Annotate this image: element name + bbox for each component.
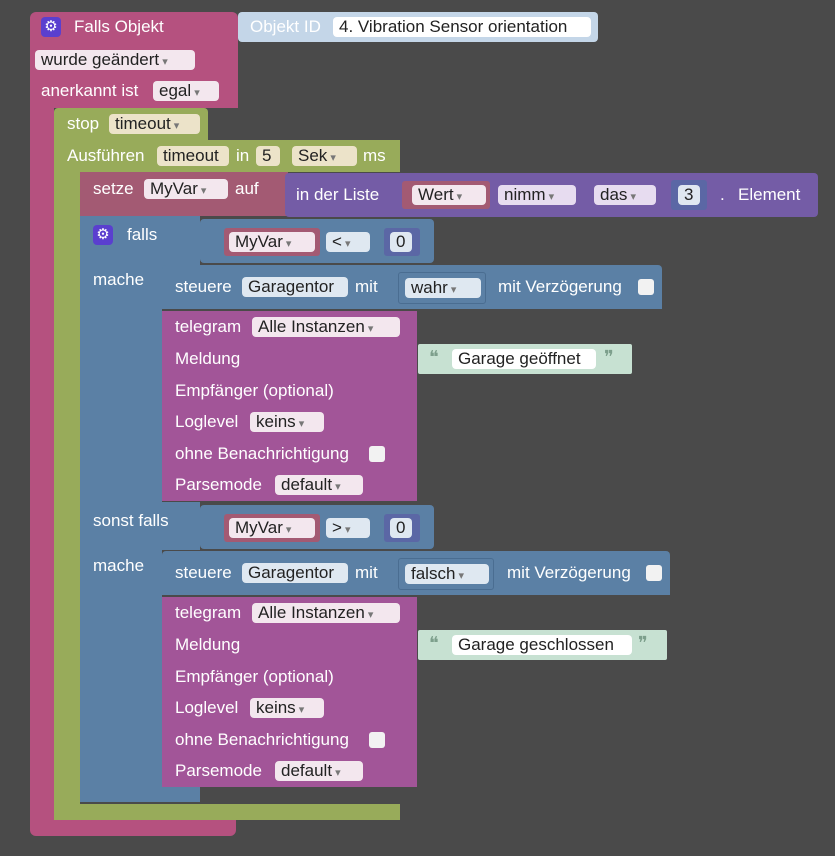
list-index-field[interactable]: 3 [678, 185, 700, 205]
control-target-field-1[interactable]: Garagentor [242, 277, 348, 297]
control-delay-checkbox-2[interactable] [646, 565, 662, 581]
list-article-dropdown[interactable]: das [594, 185, 656, 205]
timeout-label: Ausführen [67, 146, 145, 165]
object-id-label: Objekt ID [250, 17, 321, 36]
control-label-1: steuere [175, 277, 232, 296]
telegram-message-label-2: Meldung [175, 635, 241, 654]
if-mache-label-1: mache [93, 270, 145, 289]
timeout-block-bottom [54, 804, 400, 820]
telegram-parsemode-dropdown-1[interactable]: default [275, 475, 363, 495]
telegram-parsemode-label-2: Parsemode [175, 761, 262, 780]
list-dot: . [720, 185, 725, 204]
changed-dropdown[interactable]: wurde geändert [35, 50, 195, 70]
quote-icon: ❝ [429, 633, 439, 653]
ack-label: anerkannt ist [41, 81, 139, 100]
control-mit-label-1: mit [355, 277, 378, 296]
if-block-elseif-row [80, 502, 200, 550]
timeout-in-label: in [236, 146, 250, 165]
compare-op-dropdown-1[interactable]: < [326, 232, 370, 252]
control-value-dropdown-2[interactable]: falsch [405, 564, 489, 584]
telegram-message-label-1: Meldung [175, 349, 241, 368]
telegram-silent-checkbox-1[interactable] [369, 446, 385, 462]
object-id-value[interactable]: 4. Vibration Sensor orientation [333, 17, 591, 37]
quote-icon: ❝ [429, 347, 439, 367]
telegram-loglevel-label-1: Loglevel [175, 412, 239, 431]
if-mache-label-2: mache [93, 556, 145, 575]
quote-icon: ❞ [604, 347, 614, 367]
setvar-label: setze [93, 179, 134, 198]
telegram-parsemode-label-1: Parsemode [175, 475, 262, 494]
telegram-parsemode-dropdown-2[interactable]: default [275, 761, 363, 781]
gear-icon[interactable]: ⚙ [93, 225, 113, 245]
if-elseif-label: sonst falls [93, 511, 169, 530]
timeout-block-spine [54, 170, 80, 810]
control-value-dropdown-1[interactable]: wahr [405, 278, 481, 298]
event-block-spine [30, 100, 54, 824]
compare-var-dropdown-2[interactable]: MyVar [229, 518, 315, 538]
compare-var-dropdown-1[interactable]: MyVar [229, 232, 315, 252]
list-label: in der Liste [296, 185, 380, 204]
telegram-loglevel-label-2: Loglevel [175, 698, 239, 717]
telegram-loglevel-dropdown-1[interactable]: keins [250, 412, 324, 432]
telegram-silent-label-1: ohne Benachrichtigung [175, 444, 349, 463]
event-title: Falls Objekt [74, 17, 164, 36]
stop-timeout-dropdown[interactable]: timeout [109, 114, 200, 134]
control-delay-label-1: mit Verzögerung [498, 277, 622, 296]
ack-dropdown[interactable]: egal [153, 81, 219, 101]
list-element-label: Element [738, 185, 801, 204]
setvar-var-dropdown[interactable]: MyVar [144, 179, 228, 199]
telegram-loglevel-dropdown-2[interactable]: keins [250, 698, 324, 718]
telegram-recipient-label-1: Empfänger (optional) [175, 381, 334, 400]
if-block-bottom [80, 786, 200, 802]
telegram-label-2: telegram [175, 603, 242, 622]
telegram-label-1: telegram [175, 317, 242, 336]
control-label-2: steuere [175, 563, 232, 582]
control-mit-label-2: mit [355, 563, 378, 582]
text-value-2[interactable]: Garage geschlossen [452, 635, 632, 655]
timeout-delay-field[interactable]: 5 [256, 146, 280, 166]
control-delay-checkbox-1[interactable] [638, 279, 654, 295]
telegram-instance-dropdown-1[interactable]: Alle Instanzen [252, 317, 400, 337]
timeout-unit-dropdown[interactable]: Sek [292, 146, 357, 166]
telegram-block-1[interactable] [162, 311, 417, 501]
telegram-recipient-label-2: Empfänger (optional) [175, 667, 334, 686]
stop-label: stop [67, 114, 100, 133]
timeout-name-field[interactable]: timeout [157, 146, 229, 166]
telegram-silent-checkbox-2[interactable] [369, 732, 385, 748]
event-block-bottom [30, 818, 236, 836]
list-take-dropdown[interactable]: nimm [498, 185, 576, 205]
setvar-auf-label: auf [235, 179, 259, 198]
control-delay-label-2: mit Verzögerung [507, 563, 631, 582]
compare-num-field-2[interactable]: 0 [390, 518, 412, 538]
gear-icon[interactable]: ⚙ [41, 17, 61, 37]
compare-num-field-1[interactable]: 0 [390, 232, 412, 252]
control-target-field-2[interactable]: Garagentor [242, 563, 348, 583]
text-value-1[interactable]: Garage geöffnet [452, 349, 596, 369]
if-falls-label: falls [127, 225, 158, 244]
list-var-dropdown[interactable]: Wert [412, 185, 486, 205]
telegram-instance-dropdown-2[interactable]: Alle Instanzen [252, 603, 400, 623]
timeout-ms-label: ms [363, 146, 386, 165]
telegram-block-2[interactable] [162, 597, 417, 787]
telegram-silent-label-2: ohne Benachrichtigung [175, 730, 349, 749]
compare-op-dropdown-2[interactable]: > [326, 518, 370, 538]
quote-icon: ❞ [638, 633, 648, 653]
